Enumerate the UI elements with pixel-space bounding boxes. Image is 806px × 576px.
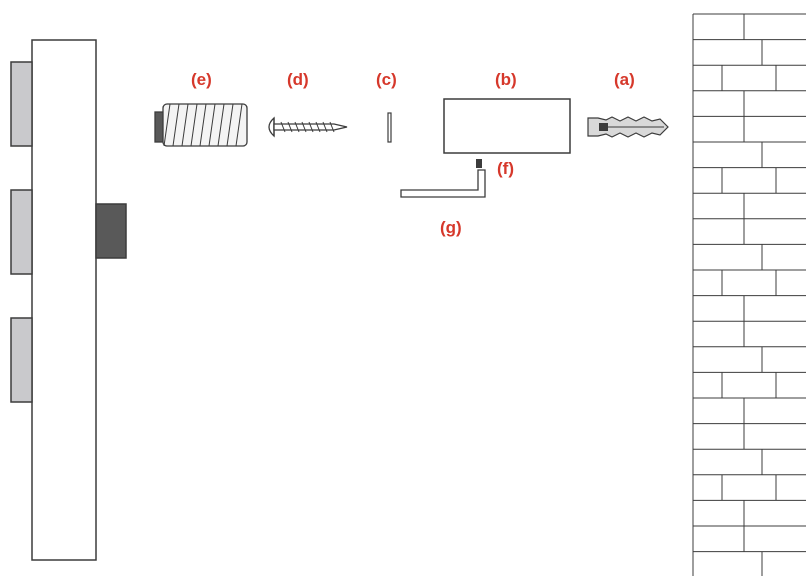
panel-body <box>31 39 97 561</box>
set-screw-icon <box>476 159 482 168</box>
hinge-pad-middle <box>10 189 33 275</box>
label-f: (f) <box>497 159 514 178</box>
door-panel <box>10 39 127 561</box>
hinge-pad-bottom <box>10 317 33 403</box>
threaded-spacer-icon <box>154 103 248 147</box>
washer-icon <box>387 112 392 143</box>
label-a: (a) <box>614 70 635 89</box>
label-g: (g) <box>440 218 462 237</box>
hinge-pad-top <box>10 61 33 147</box>
hex-key-icon <box>400 169 486 198</box>
wall-anchor-icon <box>587 116 669 138</box>
bracket-icon <box>443 98 571 154</box>
label-e: (e) <box>191 70 212 89</box>
label-c: (c) <box>376 70 397 89</box>
door-knob-block <box>95 203 127 259</box>
label-b: (b) <box>495 70 517 89</box>
label-d: (d) <box>287 70 309 89</box>
brick-wall <box>692 13 806 576</box>
screw-icon <box>268 116 348 138</box>
